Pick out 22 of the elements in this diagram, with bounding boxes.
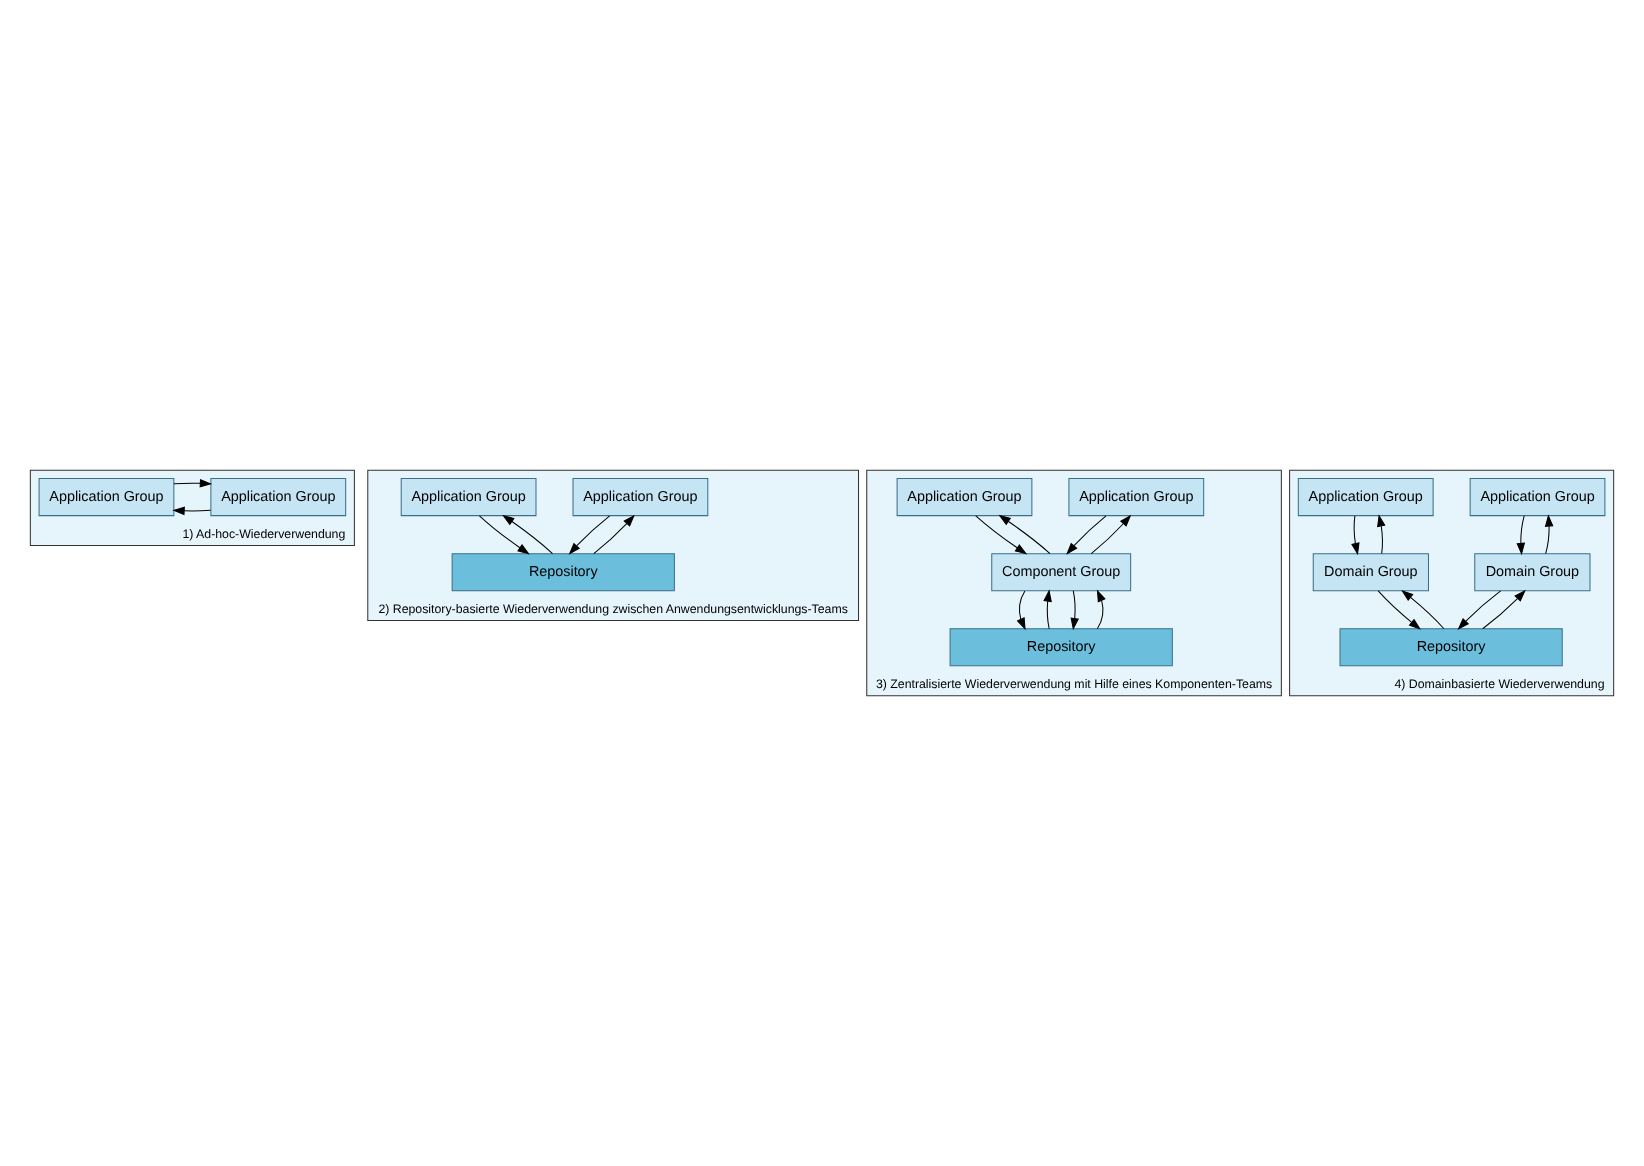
arrow xyxy=(1043,589,1052,630)
arrow xyxy=(1377,514,1386,555)
arrow xyxy=(1457,590,1502,630)
arrow xyxy=(1482,589,1526,630)
arrow xyxy=(1516,515,1526,556)
arrow xyxy=(172,506,212,516)
arrow xyxy=(998,514,1051,555)
arrow xyxy=(975,515,1028,555)
arrow xyxy=(568,515,611,555)
arrow xyxy=(173,478,213,488)
arrow xyxy=(502,514,554,555)
arrow xyxy=(1070,590,1080,631)
arrow xyxy=(1401,589,1445,630)
arrow xyxy=(1090,514,1132,555)
arrow xyxy=(1096,589,1106,630)
arrow xyxy=(478,515,530,555)
arrow xyxy=(593,514,635,555)
arrow xyxy=(1016,590,1026,631)
arrow xyxy=(1544,514,1554,555)
arrow xyxy=(1377,590,1422,630)
arrow xyxy=(1066,515,1107,555)
arrow xyxy=(1351,515,1360,556)
